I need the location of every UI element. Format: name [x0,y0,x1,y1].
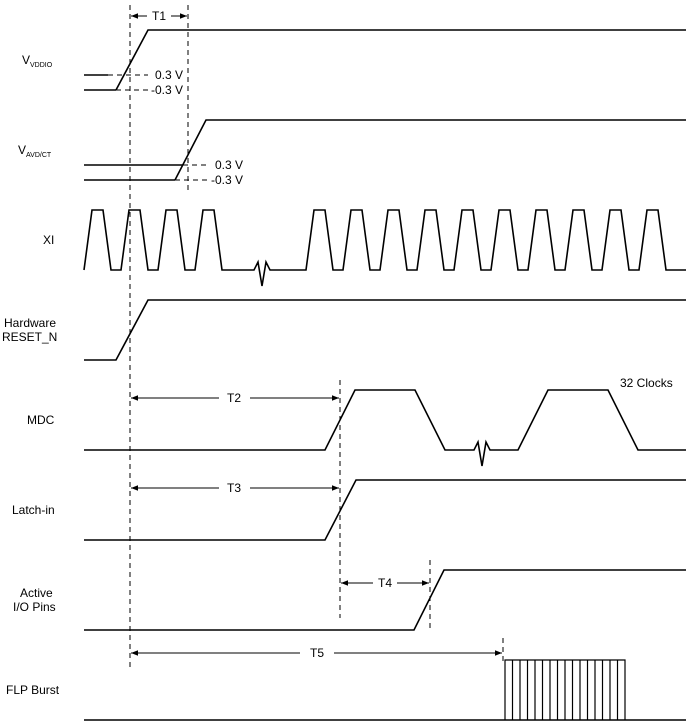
flp-burst-label: FLP Burst [6,683,60,697]
active-io-label-line1: Active [20,586,53,600]
hardware-reset-label-line1: Hardware [4,316,56,330]
t1-label: T1 [152,9,166,23]
mdc-waveform [84,389,686,467]
vavdct-waveform [174,119,686,181]
t4-label: T4 [378,576,392,590]
vddio-threshold-plus: 0.3 V [155,68,183,82]
vddio-label: VVDDIO [22,53,53,69]
flp-burst-pulses [504,659,626,720]
hardware-reset-label-line2: RESET_N [2,330,57,344]
latch-in-waveform [84,479,686,541]
mdc-label: MDC [27,413,55,427]
vddio-threshold-minus: -0.3 V [151,83,183,97]
active-io-waveform [84,569,686,631]
xi-label: XI [43,233,54,247]
vavdct-threshold-plus: 0.3 V [215,158,243,172]
t2-label: T2 [227,391,241,405]
hardware-reset-waveform [84,299,686,361]
xi-clock-waveform [83,209,686,287]
clocks-annotation: 32 Clocks [620,376,673,390]
vavdct-threshold-minus: -0.3 V [211,173,243,187]
active-io-label-line2: I/O Pins [13,600,56,614]
vavdct-label: VAVD/CT [18,143,52,159]
t3-label: T3 [227,481,241,495]
latch-in-label: Latch-in [12,503,55,517]
vddio-waveform [115,29,686,91]
t5-label: T5 [310,646,324,660]
